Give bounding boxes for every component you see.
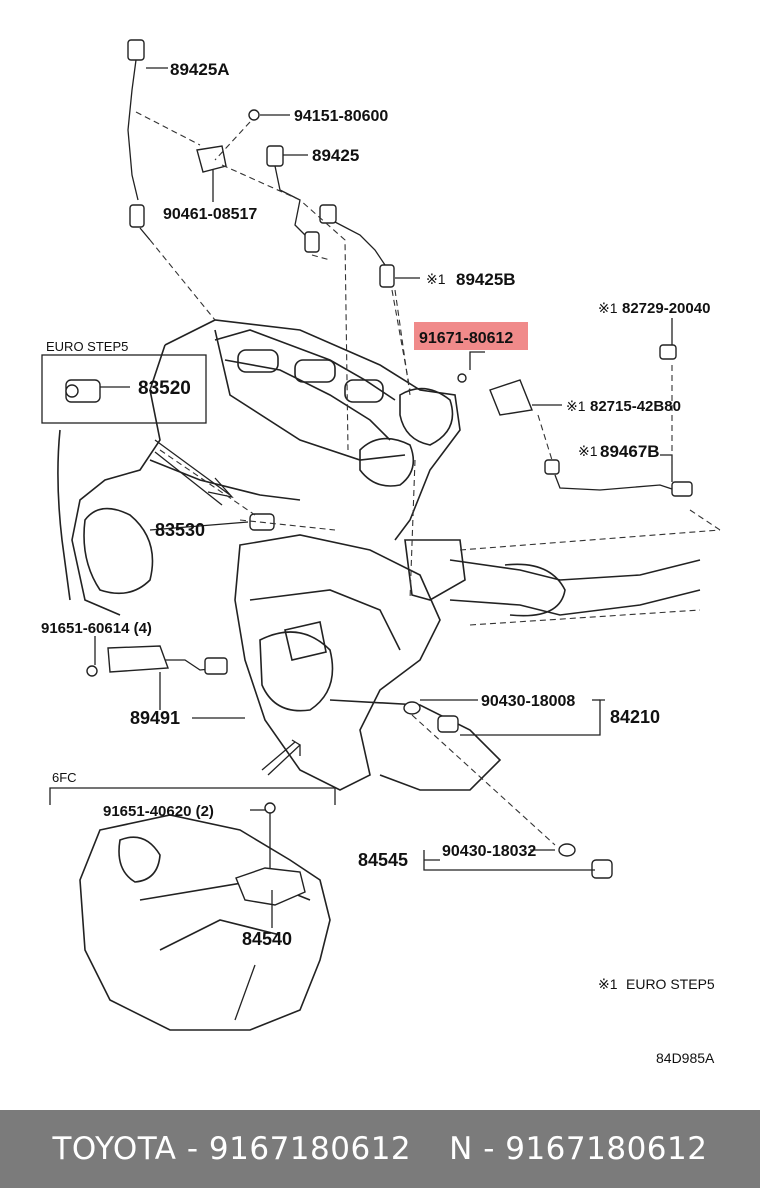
part-number-footer: TOYOTA - 9167180612 N - 9167180612: [0, 1110, 760, 1188]
sensor-89491-drawing: [86, 645, 228, 677]
note-mark-82729: ※1: [598, 300, 618, 316]
note-mark-82715: ※1: [566, 398, 586, 414]
label-91651-60614[interactable]: 91651-60614 (4): [41, 620, 152, 637]
label-90430-18008[interactable]: 90430-18008: [481, 693, 575, 710]
footnote-mark: ※1: [598, 976, 618, 992]
label-91651-40620[interactable]: 91651-40620 (2): [103, 803, 214, 820]
label-89425B[interactable]: 89425B: [456, 270, 516, 289]
label-90461-08517[interactable]: 90461-08517: [163, 206, 257, 223]
oxygen-sensor-89425-drawing: [266, 145, 320, 253]
footnote-text: EURO STEP5: [626, 976, 715, 992]
gasket-switch-84545-drawing: [558, 843, 613, 879]
bracket-82715-drawing: [457, 344, 677, 416]
label-89491[interactable]: 89491: [130, 708, 180, 728]
label-89425A[interactable]: 89425A: [170, 60, 230, 79]
footer-n-part-number: N - 9167180612: [449, 1131, 708, 1167]
note-mark-89425B: ※1: [426, 271, 446, 287]
label-90430-18032[interactable]: 90430-18032: [442, 843, 536, 860]
highlighted-part-background: [414, 322, 528, 350]
label-6fc-box: 6FC: [52, 770, 77, 785]
label-84540[interactable]: 84540: [242, 929, 292, 949]
fc6-bracket: [49, 787, 336, 805]
footer-toyota-part-number: TOYOTA - 9167180612: [52, 1131, 412, 1167]
label-82715-42B80[interactable]: 82715-42B80: [590, 398, 681, 415]
label-82729-20040[interactable]: 82729-20040: [622, 300, 710, 317]
parts-diagram: 89425A 94151-80600 89425 90461-08517 ※1 …: [41, 39, 721, 1066]
oxygen-sensor-89425A-drawing: [127, 39, 151, 241]
oxygen-sensor-89425B-drawing: [319, 204, 395, 288]
diagram-code: 84D985A: [656, 1050, 715, 1066]
label-89425[interactable]: 89425: [312, 146, 359, 165]
label-84545[interactable]: 84545: [358, 850, 408, 870]
euro-step5-box: [41, 354, 207, 424]
label-94151-80600[interactable]: 94151-80600: [294, 108, 388, 125]
leader-lines: [94, 67, 673, 928]
sensor-83520-drawing: [65, 379, 101, 403]
label-83530[interactable]: 83530: [155, 520, 205, 540]
transmission-6fc-drawing: [79, 802, 331, 1031]
label-84210[interactable]: 84210: [610, 707, 660, 727]
clamp-90461-drawing: [196, 109, 260, 173]
label-euro-step5-box: EURO STEP5: [46, 339, 128, 354]
engine-block-drawing: [57, 319, 721, 791]
label-83520[interactable]: 83520: [138, 378, 191, 399]
label-91671-80612[interactable]: 91671-80612: [419, 330, 513, 347]
note-mark-89467B: ※1: [578, 443, 598, 459]
label-89467B[interactable]: 89467B: [600, 442, 660, 461]
sensor-89467B-drawing: [544, 459, 693, 497]
gasket-sensor-84210-drawing: [403, 701, 459, 733]
